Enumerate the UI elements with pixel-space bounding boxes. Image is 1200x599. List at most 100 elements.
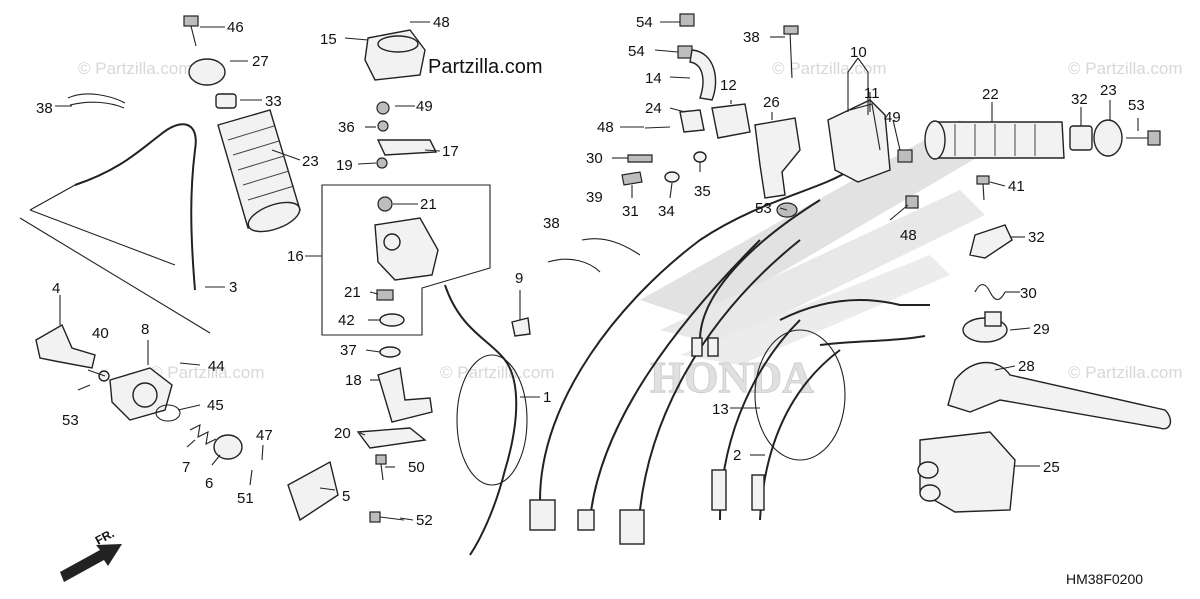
callout-label: 13 <box>712 401 729 418</box>
wire-harness <box>529 169 851 545</box>
thumb-switch <box>374 217 439 281</box>
callout-label: 53 <box>62 412 79 429</box>
bolt-icon <box>976 175 990 201</box>
callout-label: 52 <box>416 512 433 529</box>
callout-label: 32 <box>1028 229 1045 246</box>
forward-arrow-icon: FR. <box>60 526 122 582</box>
watermark: © Partzilla.com <box>78 59 193 78</box>
callout-label: 27 <box>252 53 269 70</box>
clutch-lever <box>947 361 1172 430</box>
callout-label: 37 <box>340 342 357 359</box>
callout-label: 20 <box>334 425 351 442</box>
callout-label: 38 <box>543 215 560 232</box>
bolt-icon <box>369 511 405 523</box>
cable-loop <box>456 354 528 486</box>
callout-label: 6 <box>205 475 213 492</box>
callout-label: 49 <box>416 98 433 115</box>
throttle-lever <box>35 324 96 369</box>
cable <box>819 335 926 346</box>
lever-pivot <box>962 311 1008 343</box>
callout-label: 10 <box>850 44 867 61</box>
watermark: © Partzilla.com <box>150 363 265 382</box>
callout-label: 9 <box>515 270 523 287</box>
lever-bracket <box>969 224 1013 259</box>
collar <box>1069 125 1093 151</box>
switch-bracket <box>754 117 801 199</box>
nut <box>376 289 394 301</box>
callout-label: 48 <box>597 119 614 136</box>
grip-end-cap <box>188 58 226 86</box>
callout-label: 47 <box>256 427 273 444</box>
watermark: © Partzilla.com <box>772 59 887 78</box>
cable-strap <box>547 258 601 273</box>
callout-label: 2 <box>733 447 741 464</box>
callout-label: 51 <box>237 490 254 507</box>
callout-label: 33 <box>265 93 282 110</box>
callout-label: 46 <box>227 19 244 36</box>
callout-label: 29 <box>1033 321 1050 338</box>
bolt-icon <box>789 31 793 79</box>
callout-label: 24 <box>645 100 662 117</box>
callout-label: 49 <box>884 109 901 126</box>
callout-label: 36 <box>338 119 355 136</box>
screw <box>905 195 919 209</box>
callout-label: 54 <box>628 43 645 60</box>
drawing-code: HM38F0200 <box>1066 571 1143 587</box>
callout-label: 19 <box>336 157 353 174</box>
callout-label: 18 <box>345 372 362 389</box>
callout-label: 31 <box>622 203 639 220</box>
throttle-housing <box>109 367 173 421</box>
callout-label: 35 <box>694 183 711 200</box>
nut <box>377 120 389 132</box>
callout-label: 39 <box>586 189 603 206</box>
callout-label: 32 <box>1071 91 1088 108</box>
callout-label: 41 <box>1008 178 1025 195</box>
callout-label: 40 <box>92 325 109 342</box>
cable-adjuster <box>711 469 727 511</box>
callout-label: 53 <box>755 200 772 217</box>
callout-label: 23 <box>302 153 319 170</box>
callout-label: 26 <box>763 94 780 111</box>
throttle-cover <box>213 434 243 460</box>
callout-label: 30 <box>1020 285 1037 302</box>
callout-label: 21 <box>420 196 437 213</box>
washer <box>379 346 401 358</box>
callout-label: 44 <box>208 358 225 375</box>
clip <box>511 317 531 337</box>
throttle-arm <box>376 139 438 156</box>
callout-label: 23 <box>1100 82 1117 99</box>
cable <box>779 299 930 321</box>
callout-label: 48 <box>900 227 917 244</box>
switch-parts <box>621 13 751 186</box>
callout-label: 28 <box>1018 358 1035 375</box>
right-switch-housing <box>827 99 891 183</box>
callout-label: 11 <box>864 85 880 102</box>
watermark: © Partzilla.com <box>440 363 555 382</box>
throttle-cable <box>444 284 518 556</box>
cable-strap <box>581 238 641 256</box>
callout-label: 53 <box>1128 97 1145 114</box>
cable-loop <box>754 329 846 461</box>
lever-cover <box>917 431 1016 513</box>
screw <box>897 149 913 163</box>
watermark: © Partzilla.com <box>1068 59 1183 78</box>
cable-band <box>67 93 126 104</box>
site-name: Partzilla.com <box>428 56 542 78</box>
watermark: © Partzilla.com <box>1068 363 1183 382</box>
callout-label: 5 <box>342 488 350 505</box>
callout-label: 8 <box>141 321 149 338</box>
honda-wing-logo: HONDA <box>640 120 990 403</box>
collar <box>215 93 237 109</box>
cable <box>74 123 197 291</box>
callout-label: 54 <box>636 14 653 31</box>
kit-outline <box>321 184 491 336</box>
right-grip <box>924 120 1065 160</box>
callout-label: 22 <box>982 86 999 103</box>
bolt-icon <box>1126 130 1161 146</box>
callout-label: 15 <box>320 31 337 48</box>
callout-label: 30 <box>586 150 603 167</box>
spring <box>974 283 1006 301</box>
callout-label: 16 <box>287 248 304 265</box>
callout-label: 50 <box>408 459 425 476</box>
